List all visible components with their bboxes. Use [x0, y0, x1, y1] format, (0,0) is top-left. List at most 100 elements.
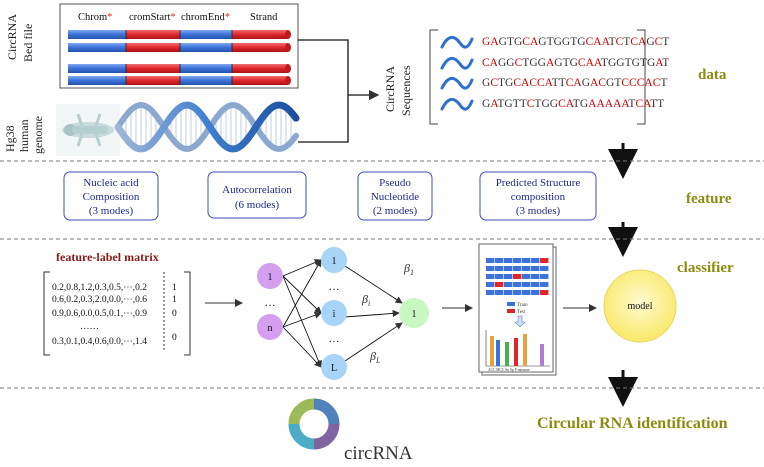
matrix-row: 0.3,0.1,0.4,0.6,0.0,⋯,1.4 [52, 337, 147, 347]
output-node [399, 298, 429, 328]
svg-text:composition: composition [511, 191, 566, 203]
feature-box-composition: Nucleic acid Composition (3 modes) [63, 171, 159, 221]
stage-label-feature: feature [686, 191, 732, 207]
neural-network: 1 … n 1 … i … L 1 β1 βi βL [257, 247, 429, 380]
input-node-dots: … [265, 297, 276, 309]
matrix-bracket-left [43, 271, 50, 356]
matrix-row: 0.6,0.2,0.3,2.0,0.0,⋯,0.6 [52, 295, 147, 305]
donut-segment [313, 423, 340, 450]
hidden-node-dots-top: … [329, 281, 340, 293]
seq-side-label-2: Sequences [399, 65, 413, 116]
bed-side-label-2: Bed file [21, 24, 35, 62]
circrna-label: circRNA [344, 443, 413, 464]
bed-row [68, 64, 291, 73]
human-body-image [56, 104, 120, 156]
hidden-node-bottom [321, 354, 347, 380]
bed-row [68, 30, 291, 39]
matrix-row: 0.2,0.8,1.2,0.3,0.5,⋯,0.2 [52, 283, 147, 293]
model-node [603, 269, 677, 343]
input-node-bottom [257, 314, 283, 340]
feature-box-structure: Predicted Structure composition (3 modes… [479, 171, 597, 221]
matrix-row-label: 0 [172, 309, 177, 319]
svg-text:Autocorrelation: Autocorrelation [222, 184, 292, 196]
donut-segment [313, 398, 340, 425]
stage-label-identification: Circular RNA identification [537, 415, 728, 432]
genome-side-label-2: human [17, 119, 31, 152]
feature-box-autocorrelation: Autocorrelation (6 modes) [207, 171, 307, 219]
svg-text:i: i [333, 309, 336, 320]
sequence-row: CAGGCTGGAGTGCAATGGTGTGAT [440, 57, 669, 70]
rna-wave-icon [440, 77, 474, 90]
svg-text:(6 modes): (6 modes) [235, 199, 280, 211]
stage-label-classifier: classifier [677, 260, 734, 276]
circrna-donut-icon [288, 398, 340, 450]
seq-bracket-left [429, 29, 438, 125]
sequence-list: GAGTGCAGTGGTGCAATCTCAGCT CAGGCTGGAGTGCAAT… [440, 36, 669, 111]
sequence-text: GAGTGCAGTGGTGCAATCTCAGCT [482, 36, 669, 48]
donut-segment [288, 423, 315, 450]
matrix-bracket-right [184, 271, 191, 356]
donut-segment [288, 398, 315, 425]
genome-side-label-3: genome [31, 116, 45, 154]
metric-axis-labels: ACC MCC Sn Sp F-measure [488, 368, 530, 372]
hidden-node-top [321, 247, 347, 273]
matrix-rows: 0.2,0.8,1.2,0.3,0.5,⋯,0.2 1 0.6,0.2,0.3,… [52, 283, 177, 347]
seq-bracket-right [637, 29, 646, 125]
svg-text:Predicted Structure: Predicted Structure [496, 177, 581, 189]
svg-text:(3 modes): (3 modes) [89, 205, 134, 217]
sequence-text: CAGGCTGGAGTGCAATGGTGTGAT [482, 57, 669, 69]
bed-row [68, 76, 291, 85]
matrix-row: 0.9,0.6,0.0,0.5,0.1,⋯,0.9 [52, 309, 147, 319]
input-node-top [257, 263, 283, 289]
svg-text:1: 1 [332, 256, 337, 267]
genome-side-label-1: Hg38 [3, 125, 17, 152]
beta-L-label: βL [369, 349, 381, 365]
svg-text:L: L [331, 363, 337, 374]
svg-text:(3 modes): (3 modes) [516, 205, 561, 217]
dna-helix-image [114, 101, 300, 153]
svg-text:(2 modes): (2 modes) [373, 205, 418, 217]
matrix-row-label: 1 [172, 295, 177, 305]
sequence-row: GCTGCACCATTCAGACGTCCCACT [440, 77, 667, 90]
hidden-node-mid [321, 300, 347, 326]
beta-i-label: βi [361, 292, 370, 308]
svg-text:Composition: Composition [83, 191, 140, 203]
bed-side-label-1: CircRNA [5, 14, 19, 60]
matrix-row-label: 0 [172, 333, 177, 343]
down-arrow-icon [514, 315, 526, 328]
model-label: model [628, 301, 653, 312]
stage-label-data: data [698, 67, 727, 83]
rna-wave-icon [440, 98, 474, 111]
rna-wave-icon [440, 36, 474, 49]
sequence-text: GCTGCACCATTCAGACGTCCCACT [482, 77, 667, 89]
svg-text:1: 1 [268, 272, 273, 283]
svg-text:1: 1 [412, 309, 417, 320]
bed-rows [68, 30, 291, 85]
svg-text:Nucleic acid: Nucleic acid [83, 177, 139, 189]
sequence-row: GAGTGCAGTGGTGCAATCTCAGCT [440, 36, 669, 49]
evaluation-panel: Train Test ACC MCC Sn Sp F-measure [478, 243, 557, 376]
beta-1-label: β1 [403, 261, 414, 277]
svg-text:Pseudo: Pseudo [379, 177, 411, 189]
svg-text:Nucleotide: Nucleotide [371, 191, 419, 203]
sequence-text: GATGTTCTGGCATGAAAAATCATT [482, 98, 664, 110]
legend-train: Train [517, 303, 528, 308]
matrix-title: feature-label matrix [56, 250, 159, 264]
col-chromend: chromEnd* [181, 12, 230, 23]
col-strand: Strand [250, 12, 278, 23]
matrix-row-ellipsis: …… [80, 322, 99, 332]
rna-wave-icon [440, 57, 474, 70]
feature-box-pseudo-nucleotide: Pseudo Nucleotide (2 modes) [357, 171, 433, 221]
sequence-row: GATGTTCTGGCATGAAAAATCATT [440, 98, 664, 111]
hidden-node-dots-bottom: … [329, 333, 340, 345]
bed-row [68, 43, 291, 52]
matrix-row-label: 1 [172, 283, 177, 293]
col-cromstart: cromStart* [129, 12, 176, 23]
svg-text:n: n [268, 323, 273, 334]
genome-connector [298, 95, 349, 143]
seq-side-label-1: CircRNA [383, 66, 397, 112]
col-chrom: Chrom* [78, 12, 112, 23]
bed-connector [298, 39, 349, 95]
legend-test: Test [517, 310, 526, 315]
